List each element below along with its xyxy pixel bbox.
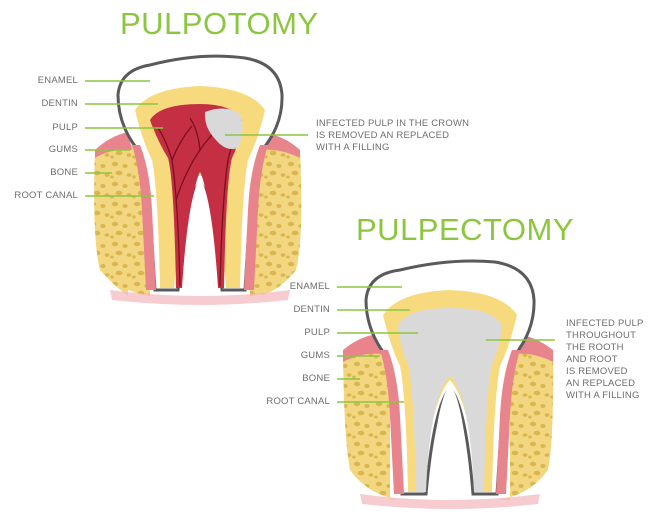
label-bone: BONE — [50, 167, 78, 178]
label-pulp: PULP — [304, 327, 330, 338]
label-enamel: ENAMEL — [37, 75, 78, 86]
root-outer — [496, 350, 520, 494]
note-line: THROUGHOUT — [566, 330, 637, 341]
root-canal — [182, 178, 218, 288]
label-dentin: DENTIN — [41, 98, 78, 109]
pulpotomy-illustration — [85, 54, 308, 305]
note-line: WITH A FILLING — [566, 390, 640, 401]
label-gums: GUMS — [300, 350, 330, 361]
label-pulp: PULP — [52, 122, 78, 133]
label-enamel: ENAMEL — [289, 281, 330, 292]
note-line: INFECTED PULP — [566, 318, 644, 329]
pulpotomy-note: INFECTED PULP IN THE CROWN IS REMOVED AN… — [316, 118, 469, 154]
pulpectomy-note: INFECTED PULP THROUGHOUT THE ROOTH AND R… — [566, 318, 644, 402]
pulp — [150, 104, 242, 288]
note-line: AND ROOT — [566, 354, 618, 365]
pulpotomy-title: PULPOTOMY — [120, 6, 319, 41]
label-root-canal: ROOT CANAL — [266, 396, 330, 407]
note-line: AN REPLACED — [566, 378, 636, 389]
note-line: WITH A FILLING — [316, 142, 390, 153]
label-lines — [337, 286, 555, 403]
gums — [343, 334, 382, 362]
label-bone: BONE — [302, 373, 330, 384]
pulpectomy-title: PULPECTOMY — [356, 212, 575, 247]
label-dentin: DENTIN — [293, 304, 330, 315]
note-line: IS REMOVED AN REPLACED — [316, 130, 450, 141]
label-gums: GUMS — [48, 144, 78, 155]
root-outer — [132, 145, 156, 290]
root-canal — [430, 384, 470, 492]
root-outer — [380, 350, 404, 494]
filling-area — [204, 108, 243, 149]
bone-area — [343, 345, 554, 500]
label-root-canal: ROOT CANAL — [14, 190, 78, 201]
note-line: IS REMOVED — [566, 366, 628, 377]
pulpectomy-illustration — [337, 259, 555, 509]
gums — [95, 132, 132, 158]
pulp — [398, 308, 502, 492]
note-line: INFECTED PULP IN THE CROWN — [316, 118, 470, 129]
note-line: THE ROOTH — [566, 342, 624, 353]
root-outer — [244, 145, 268, 290]
label-lines — [85, 80, 308, 197]
